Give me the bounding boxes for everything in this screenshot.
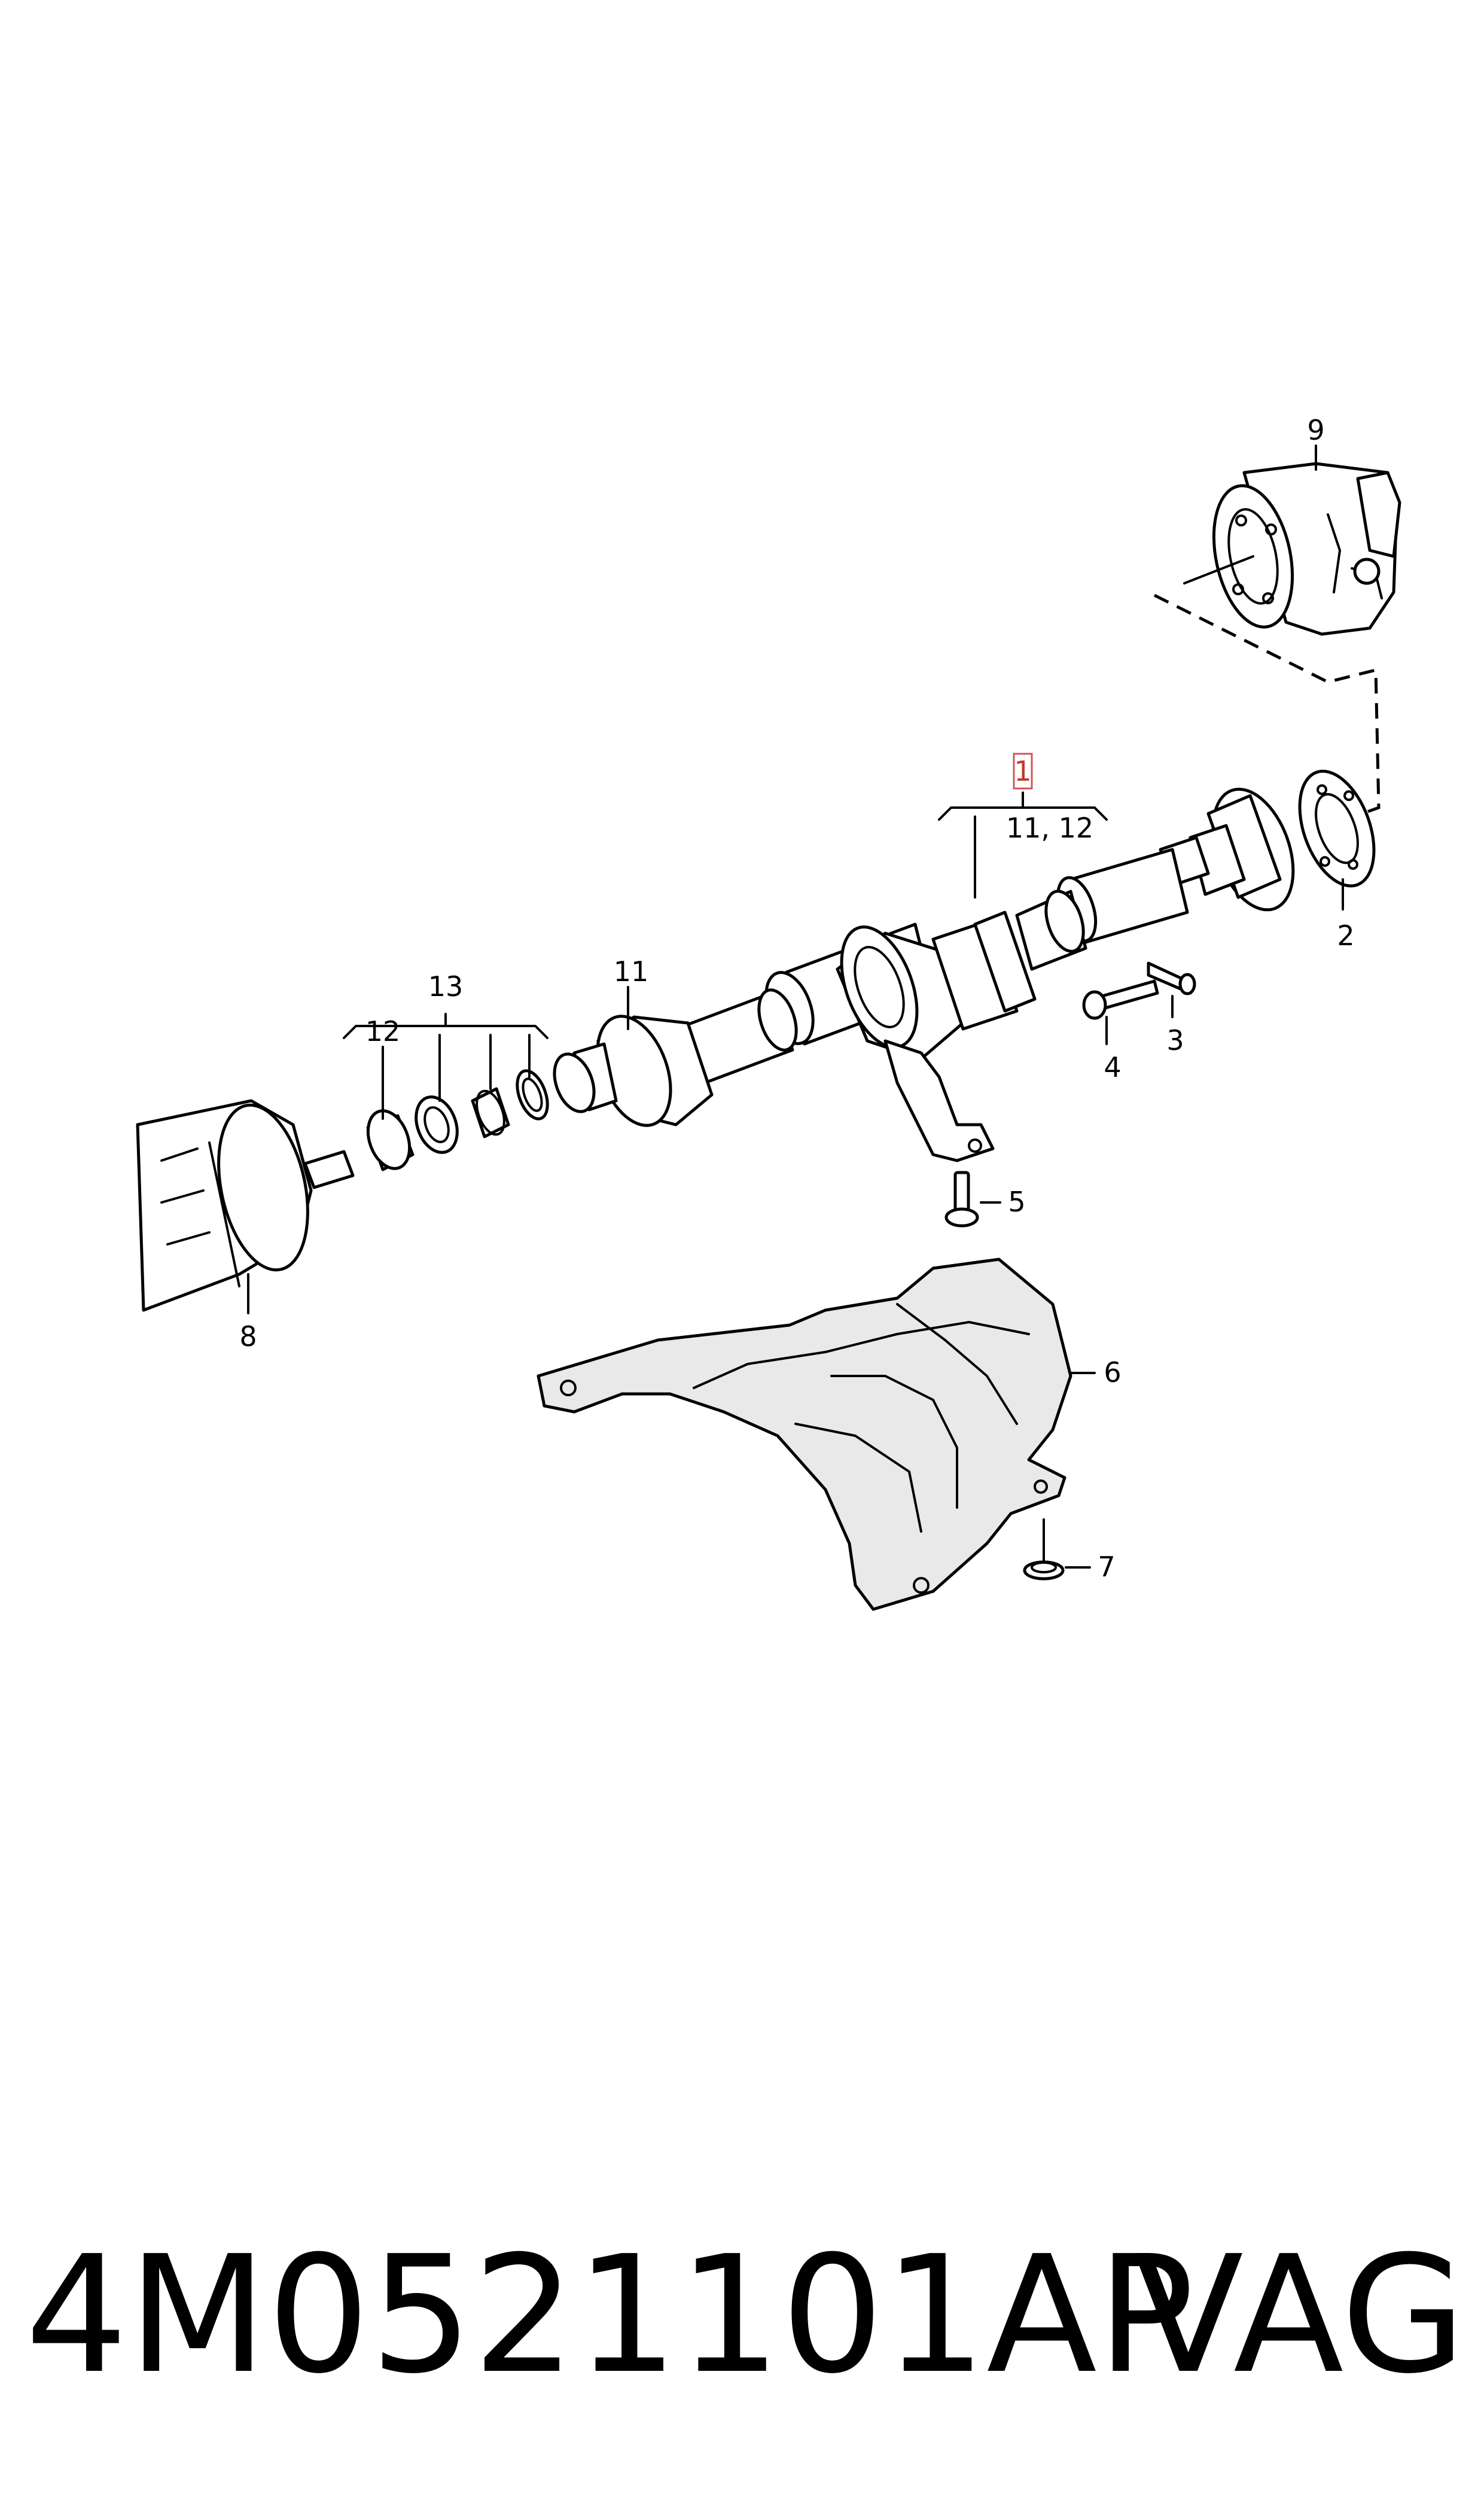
part-3-washer: [1147, 961, 1196, 1018]
part-13-ring-set: [415, 1069, 549, 1154]
part-number: 4M0521101AP: [25, 2221, 1194, 2409]
callout-11: 11: [614, 955, 649, 988]
footer: 4M0521101AP VAG: [0, 2225, 1484, 2405]
callout-13: 13: [428, 970, 464, 1003]
part-2-flange-gasket: [1298, 769, 1376, 911]
callout-9: 9: [1307, 414, 1324, 446]
part-11-front-shaft-section: [553, 988, 798, 1127]
callout-labels: 1 11, 12 2 3 4 5 6 7 8 9 11 12 13: [239, 414, 1354, 1583]
callout-2: 2: [1337, 919, 1354, 952]
callout-12: 12: [365, 1015, 401, 1048]
part-6-heat-shield: [537, 1258, 1096, 1611]
callout-8: 8: [239, 1320, 257, 1353]
callout-7: 7: [1098, 1551, 1115, 1583]
callout-4: 4: [1104, 1051, 1121, 1083]
leader-lines: [343, 444, 1317, 1120]
part-12-clamp: [366, 1109, 415, 1171]
callout-5: 5: [1008, 1186, 1025, 1218]
part-4-bolt: [1082, 979, 1159, 1045]
callout-1-highlight-box: [1013, 753, 1033, 790]
part-5-bolt: [944, 1171, 1001, 1228]
part-1-propeller-shaft-center: [764, 890, 1087, 1162]
callout-6: 6: [1104, 1356, 1121, 1389]
brand-name: VAG: [1133, 2221, 1466, 2409]
part-7-nut: [1023, 1518, 1091, 1581]
part-8-transmission: [136, 1099, 355, 1314]
callout-3: 3: [1166, 1024, 1184, 1056]
callout-11-12: 11, 12: [1006, 812, 1093, 844]
part-9-rear-differential: [1183, 462, 1401, 636]
callout-1: 1: [1014, 755, 1031, 787]
